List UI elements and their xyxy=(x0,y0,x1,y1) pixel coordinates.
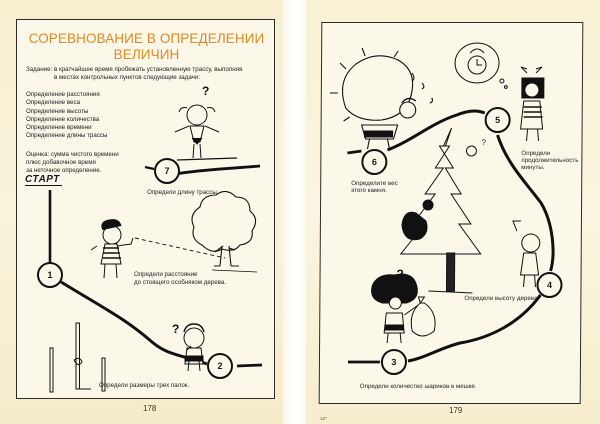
track-segment xyxy=(386,109,486,152)
svg-text:?: ? xyxy=(202,84,209,98)
checkpoint-6: 6 xyxy=(361,149,388,175)
checkpoint-6-caption-line2: этого камня. xyxy=(351,187,387,194)
right-illustrations: ? ? xyxy=(329,42,555,364)
track-segment xyxy=(407,294,542,363)
task-item: Определение количества xyxy=(26,115,100,123)
girl-with-clock-thought-icon xyxy=(454,42,545,142)
tree-icon xyxy=(191,190,258,273)
checkpoint-3-caption: Определи количество шариков в мешке. xyxy=(359,383,477,390)
checkpoint-7: 7 xyxy=(154,158,180,184)
checkpoint-1-caption-line1: Определи расстояние xyxy=(134,271,198,278)
checkpoint-3: 3 xyxy=(380,349,408,375)
svg-text:?: ? xyxy=(481,138,486,147)
track-segment xyxy=(236,363,263,368)
left-illustrations: ? xyxy=(48,84,263,393)
start-label: СТАРТ xyxy=(25,174,62,186)
task-intro-line2: в местах контрольных пунктов следующие з… xyxy=(54,74,201,81)
task-item: Определение длины трассы xyxy=(26,132,108,140)
kid-with-bag-icon: ? xyxy=(371,267,436,344)
page-number-left: 178 xyxy=(143,404,157,413)
page-number-right: 179 xyxy=(449,406,463,415)
right-page: ? ? 5 Определи xyxy=(306,0,600,424)
task-item: Определение времени xyxy=(26,124,92,132)
fir-tree-with-animals-icon: ? xyxy=(399,127,487,294)
left-page: СОРЕВНОВАНИЕ В ОПРЕДЕЛЕНИИ ВЕЛИЧИН Задан… xyxy=(0,0,283,424)
svg-text:?: ? xyxy=(172,322,179,336)
checkpoint-1-caption-line2: до стоящего особняком дерева. xyxy=(134,279,227,286)
track-segment xyxy=(496,134,555,272)
page-title-line1: СОРЕВНОВАНИЕ В ОПРЕДЕЛЕНИИ xyxy=(28,31,265,46)
scoring-line1: Оценка: сумма чистого времени xyxy=(26,151,119,158)
task-intro-line1: Задание: в кратчайшее время пробежать ус… xyxy=(26,66,243,73)
boy-measuring-height-icon xyxy=(512,220,541,288)
checkpoint-5-caption-line3: минуты. xyxy=(521,164,545,171)
three-sticks-icon xyxy=(49,322,106,393)
checkpoint-1: 1 xyxy=(37,262,63,288)
task-item: Определение расстояния xyxy=(26,91,100,98)
scoring-line2: плюс добавочное время xyxy=(26,159,96,166)
track-segment xyxy=(174,164,261,176)
track-segment xyxy=(60,280,208,366)
checkpoint-4: 4 xyxy=(536,272,563,298)
task-item: Определение высоты xyxy=(26,107,89,115)
boy-lifting-stone-icon xyxy=(329,47,433,150)
right-page-frame: ? ? 5 Определи xyxy=(318,22,584,404)
track-segment xyxy=(144,165,155,171)
checkpoint-2: 2 xyxy=(207,353,233,379)
checkpoint-2-caption: Определи размеры трех палок. xyxy=(99,382,190,389)
checkpoint-7-caption: Определи длину трассы. xyxy=(147,189,219,196)
girl-figure-icon: ? xyxy=(174,84,220,159)
task-item: Определение веса xyxy=(26,99,81,107)
signature-mark: 12* xyxy=(320,416,327,421)
track-segment xyxy=(347,149,362,155)
boy-measuring-icon xyxy=(90,219,134,279)
left-page-frame: СОРЕВНОВАНИЕ В ОПРЕДЕЛЕНИИ ВЕЛИЧИН Задан… xyxy=(16,19,275,399)
task-list: Определение расстояния Определение веса … xyxy=(26,91,107,141)
checkpoint-4-caption: Определи высоту дерева. xyxy=(464,295,540,302)
book-gutter xyxy=(283,0,306,424)
thinking-boy-icon: ? xyxy=(172,322,205,372)
checkpoint-5: 5 xyxy=(484,107,511,133)
sight-line xyxy=(134,237,226,259)
scoring-line3: за неточное определение. xyxy=(26,167,102,174)
page-title-line2: ВЕЛИЧИН xyxy=(113,47,180,62)
